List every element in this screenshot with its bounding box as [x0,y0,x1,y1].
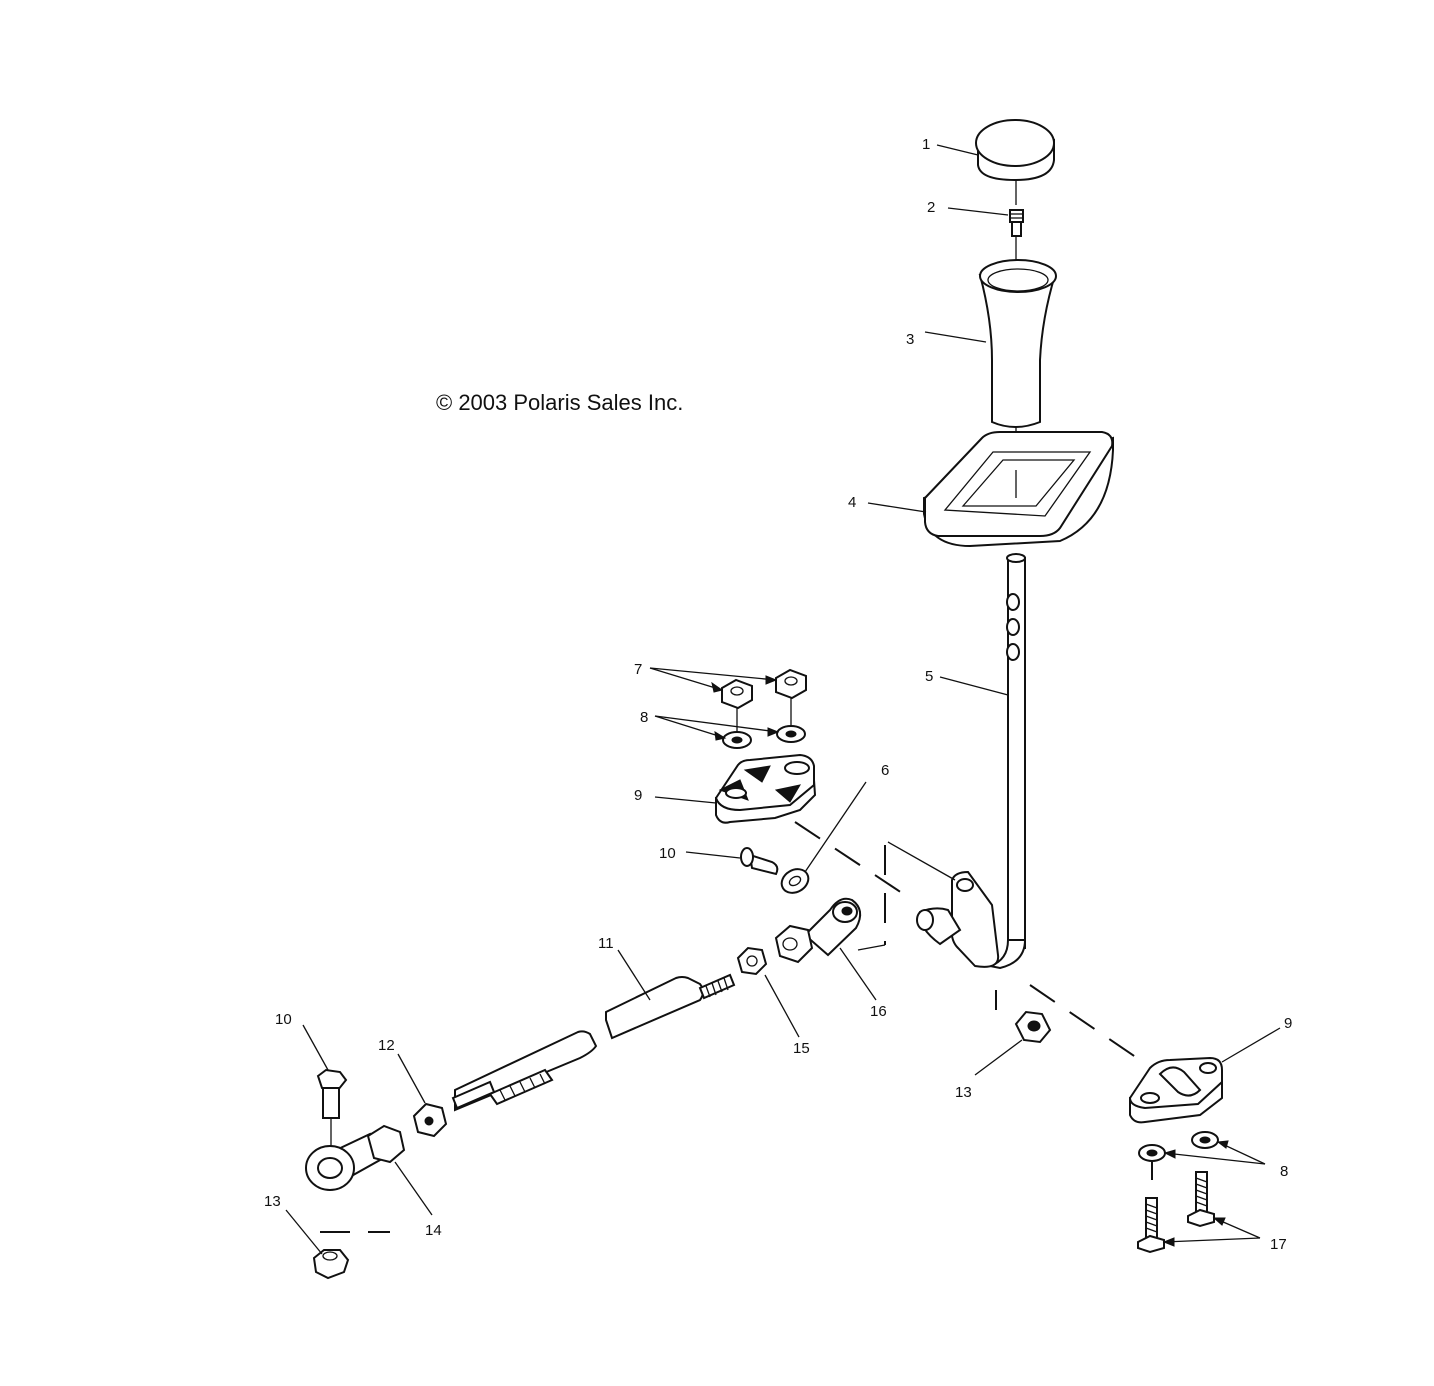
callout-8-lower: 8 [1280,1163,1288,1180]
part-10-pin-upper [740,847,779,876]
part-5-shift-lever [916,553,1027,970]
part-14-rod-end-lower [305,1124,406,1191]
part-9-mounting-block-lower [1128,1056,1223,1124]
callout-13-lower: 13 [264,1193,281,1210]
part-8-washer-lower-left [1138,1144,1166,1162]
part-12-jam-nut [412,1102,448,1138]
part-8-washer-upper-right [776,725,806,743]
part-10-bolt-lower [316,1068,348,1119]
callout-5: 5 [925,668,933,685]
callout-16: 16 [870,1003,887,1020]
part-17-screw-right [1187,1171,1215,1228]
callout-10-upper: 10 [659,845,676,862]
part-9-mounting-block-upper [714,753,817,824]
part-7-nut-left [721,678,753,710]
callout-12: 12 [378,1037,395,1054]
callout-10-lower: 10 [275,1011,292,1028]
part-17-screw-left [1137,1197,1165,1254]
callout-9-upper: 9 [634,787,642,804]
part-8-washer-lower-right [1191,1131,1219,1149]
callout-labels: 1 2 3 4 5 6 7 8 9 10 11 15 16 10 12 14 1… [264,136,1292,1253]
callout-15: 15 [793,1040,810,1057]
callout-4: 4 [848,494,856,511]
callout-17: 17 [1270,1236,1287,1253]
callout-11: 11 [598,935,614,952]
part-8-washer-upper-left [722,731,752,749]
part-15-jam-nut [736,946,768,976]
part-11-adjuster-sleeve [605,973,736,1040]
part-13-nut-right [1014,1010,1052,1044]
leader-lines [285,144,1281,1255]
part-13-nut-lower-left [312,1249,350,1280]
callout-3: 3 [906,331,914,348]
copyright-notice: © 2003 Polaris Sales Inc. [436,390,684,415]
callout-6: 6 [881,762,889,779]
shift-cable [451,1030,598,1112]
callout-7: 7 [634,661,642,678]
part-16-rod-end [774,897,862,964]
callout-1: 1 [922,136,930,153]
part-3-shift-handle [978,259,1057,428]
part-1-knob-cap [975,119,1055,182]
part-6-washer [780,868,810,894]
callout-2: 2 [927,199,935,216]
part-4-boot-plate [923,431,1114,548]
callout-9-lower: 9 [1284,1015,1292,1032]
callout-13-right: 13 [955,1084,972,1101]
assembly-dash-lines [320,821,1153,1233]
leader-arrowheads [711,675,1229,1247]
callout-8-upper: 8 [640,709,648,726]
part-7-nut-right [775,668,807,700]
part-2-set-screw [1009,209,1024,237]
callout-14: 14 [425,1222,442,1239]
